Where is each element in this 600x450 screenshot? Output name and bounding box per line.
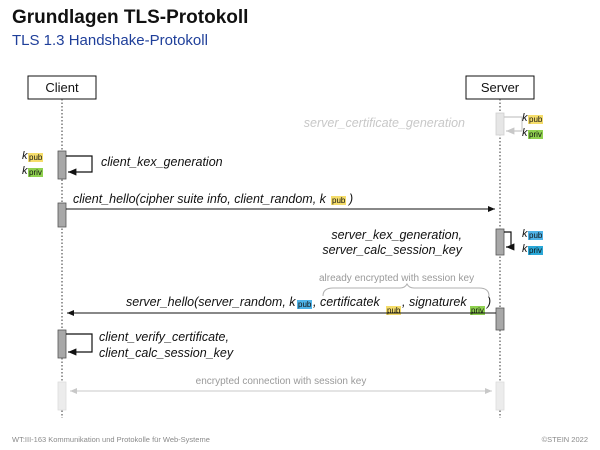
server-hello-label-b: , certificatek — [313, 295, 380, 309]
server-kex-label-1: server_kex_generation, — [331, 228, 462, 242]
client-actor-label: Client — [45, 80, 79, 95]
server-hello-cert-sub: pub — [387, 306, 401, 315]
client-verify-label-1: client_verify_certificate, — [99, 330, 229, 344]
encrypted-brace — [322, 282, 490, 297]
client-activation-verify — [57, 329, 67, 359]
client-verify-self-arrow — [66, 333, 93, 356]
server-hello-label-a: server_hello(server_random, k — [126, 295, 296, 309]
client-activation-hello — [57, 202, 67, 228]
server-activation-kex — [495, 228, 505, 256]
client-kex-gen-label: client_kex_generation — [101, 155, 223, 169]
svg-text:priv: priv — [529, 130, 542, 139]
server-hello-key-pub — [297, 300, 312, 309]
server-activation-faded — [495, 381, 505, 411]
client-hello-key-pub — [331, 196, 346, 205]
encrypted-connection-label: encrypted connection with session key — [196, 376, 367, 387]
client-verify-label-2: client_calc_session_key — [99, 346, 234, 360]
svg-text:k: k — [522, 228, 528, 240]
svg-text:pub: pub — [29, 153, 43, 162]
page-subtitle: TLS 1.3 Handshake-Protokoll — [12, 32, 208, 49]
client-activation-faded — [57, 381, 67, 411]
svg-text:k: k — [22, 165, 28, 177]
server-cert-self-arrow — [504, 116, 523, 135]
footer-right: ©STEIN 2022 — [541, 435, 588, 444]
client-hello-key-sub: pub — [332, 196, 346, 205]
svg-text:k: k — [522, 112, 528, 124]
server-hello-sig-key — [470, 306, 485, 315]
server-hello-cert-key — [386, 306, 401, 315]
svg-text:k: k — [522, 127, 528, 139]
server-hello-close: ) — [485, 295, 491, 309]
svg-text:k: k — [22, 150, 28, 162]
client-activation-kex — [57, 150, 67, 180]
server-kex-keys: k pub k priv — [522, 228, 543, 255]
svg-text:priv: priv — [29, 168, 42, 177]
server-hello-pub-sub: pub — [298, 300, 312, 309]
server-kex-self-arrow — [504, 231, 515, 251]
server-actor-label: Server — [481, 80, 520, 95]
svg-text:pub: pub — [529, 231, 543, 240]
encrypted-note: already encrypted with session key — [319, 273, 474, 284]
svg-text:pub: pub — [529, 115, 543, 124]
server-cert-gen-label: server_certificate_generation — [304, 116, 465, 130]
server-kex-label-2: server_calc_session_key — [322, 243, 462, 257]
server-activation-hello — [495, 307, 505, 331]
svg-text:priv: priv — [529, 246, 542, 255]
server-hello-label-c: , signaturek — [402, 295, 467, 309]
svg-text:k: k — [522, 243, 528, 255]
footer-left: WT:III-163 Kommunikation und Protokolle … — [12, 435, 210, 444]
client-hello-label: client_hello(cipher suite info, client_r… — [73, 192, 327, 206]
client-kex-keys: k pub k priv — [22, 150, 43, 177]
server-hello-sig-sub: priv — [471, 306, 484, 315]
server-cert-keys: k pub k priv — [522, 112, 543, 139]
page-title: Grundlagen TLS-Protokoll — [12, 7, 249, 28]
client-hello-close: ) — [347, 192, 353, 206]
client-kex-self-arrow — [66, 155, 93, 176]
server-activation-cert — [495, 112, 505, 136]
